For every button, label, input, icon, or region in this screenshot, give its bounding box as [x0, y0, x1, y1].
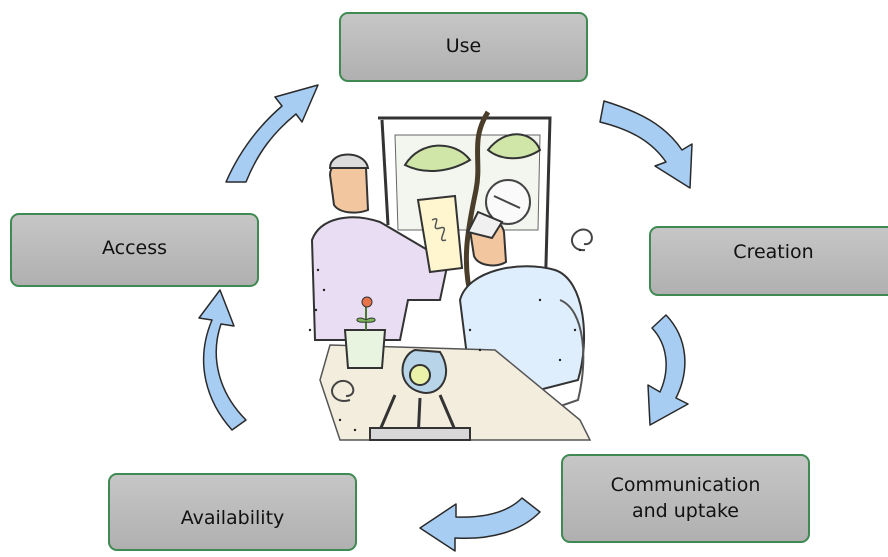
node-availability: Availability	[108, 473, 357, 551]
node-communication: Communication and uptake	[561, 454, 810, 543]
arrow-use-to-creation	[599, 100, 693, 189]
arrow-creation-to-communication	[647, 314, 689, 426]
node-creation-label: Creation	[733, 241, 814, 263]
node-access-label: Access	[101, 237, 168, 260]
node-communication-label: Communication and uptake	[610, 473, 761, 522]
node-access: Access	[10, 213, 259, 287]
arrow-access-to-use	[225, 84, 319, 183]
node-use-label: Use	[445, 35, 482, 58]
node-availability-label: Availability	[180, 507, 285, 530]
arrow-communication-to-availability	[419, 497, 541, 552]
node-use: Use	[339, 12, 588, 82]
node-creation: Creation	[649, 226, 888, 296]
arrow-availability-to-access	[198, 289, 247, 431]
